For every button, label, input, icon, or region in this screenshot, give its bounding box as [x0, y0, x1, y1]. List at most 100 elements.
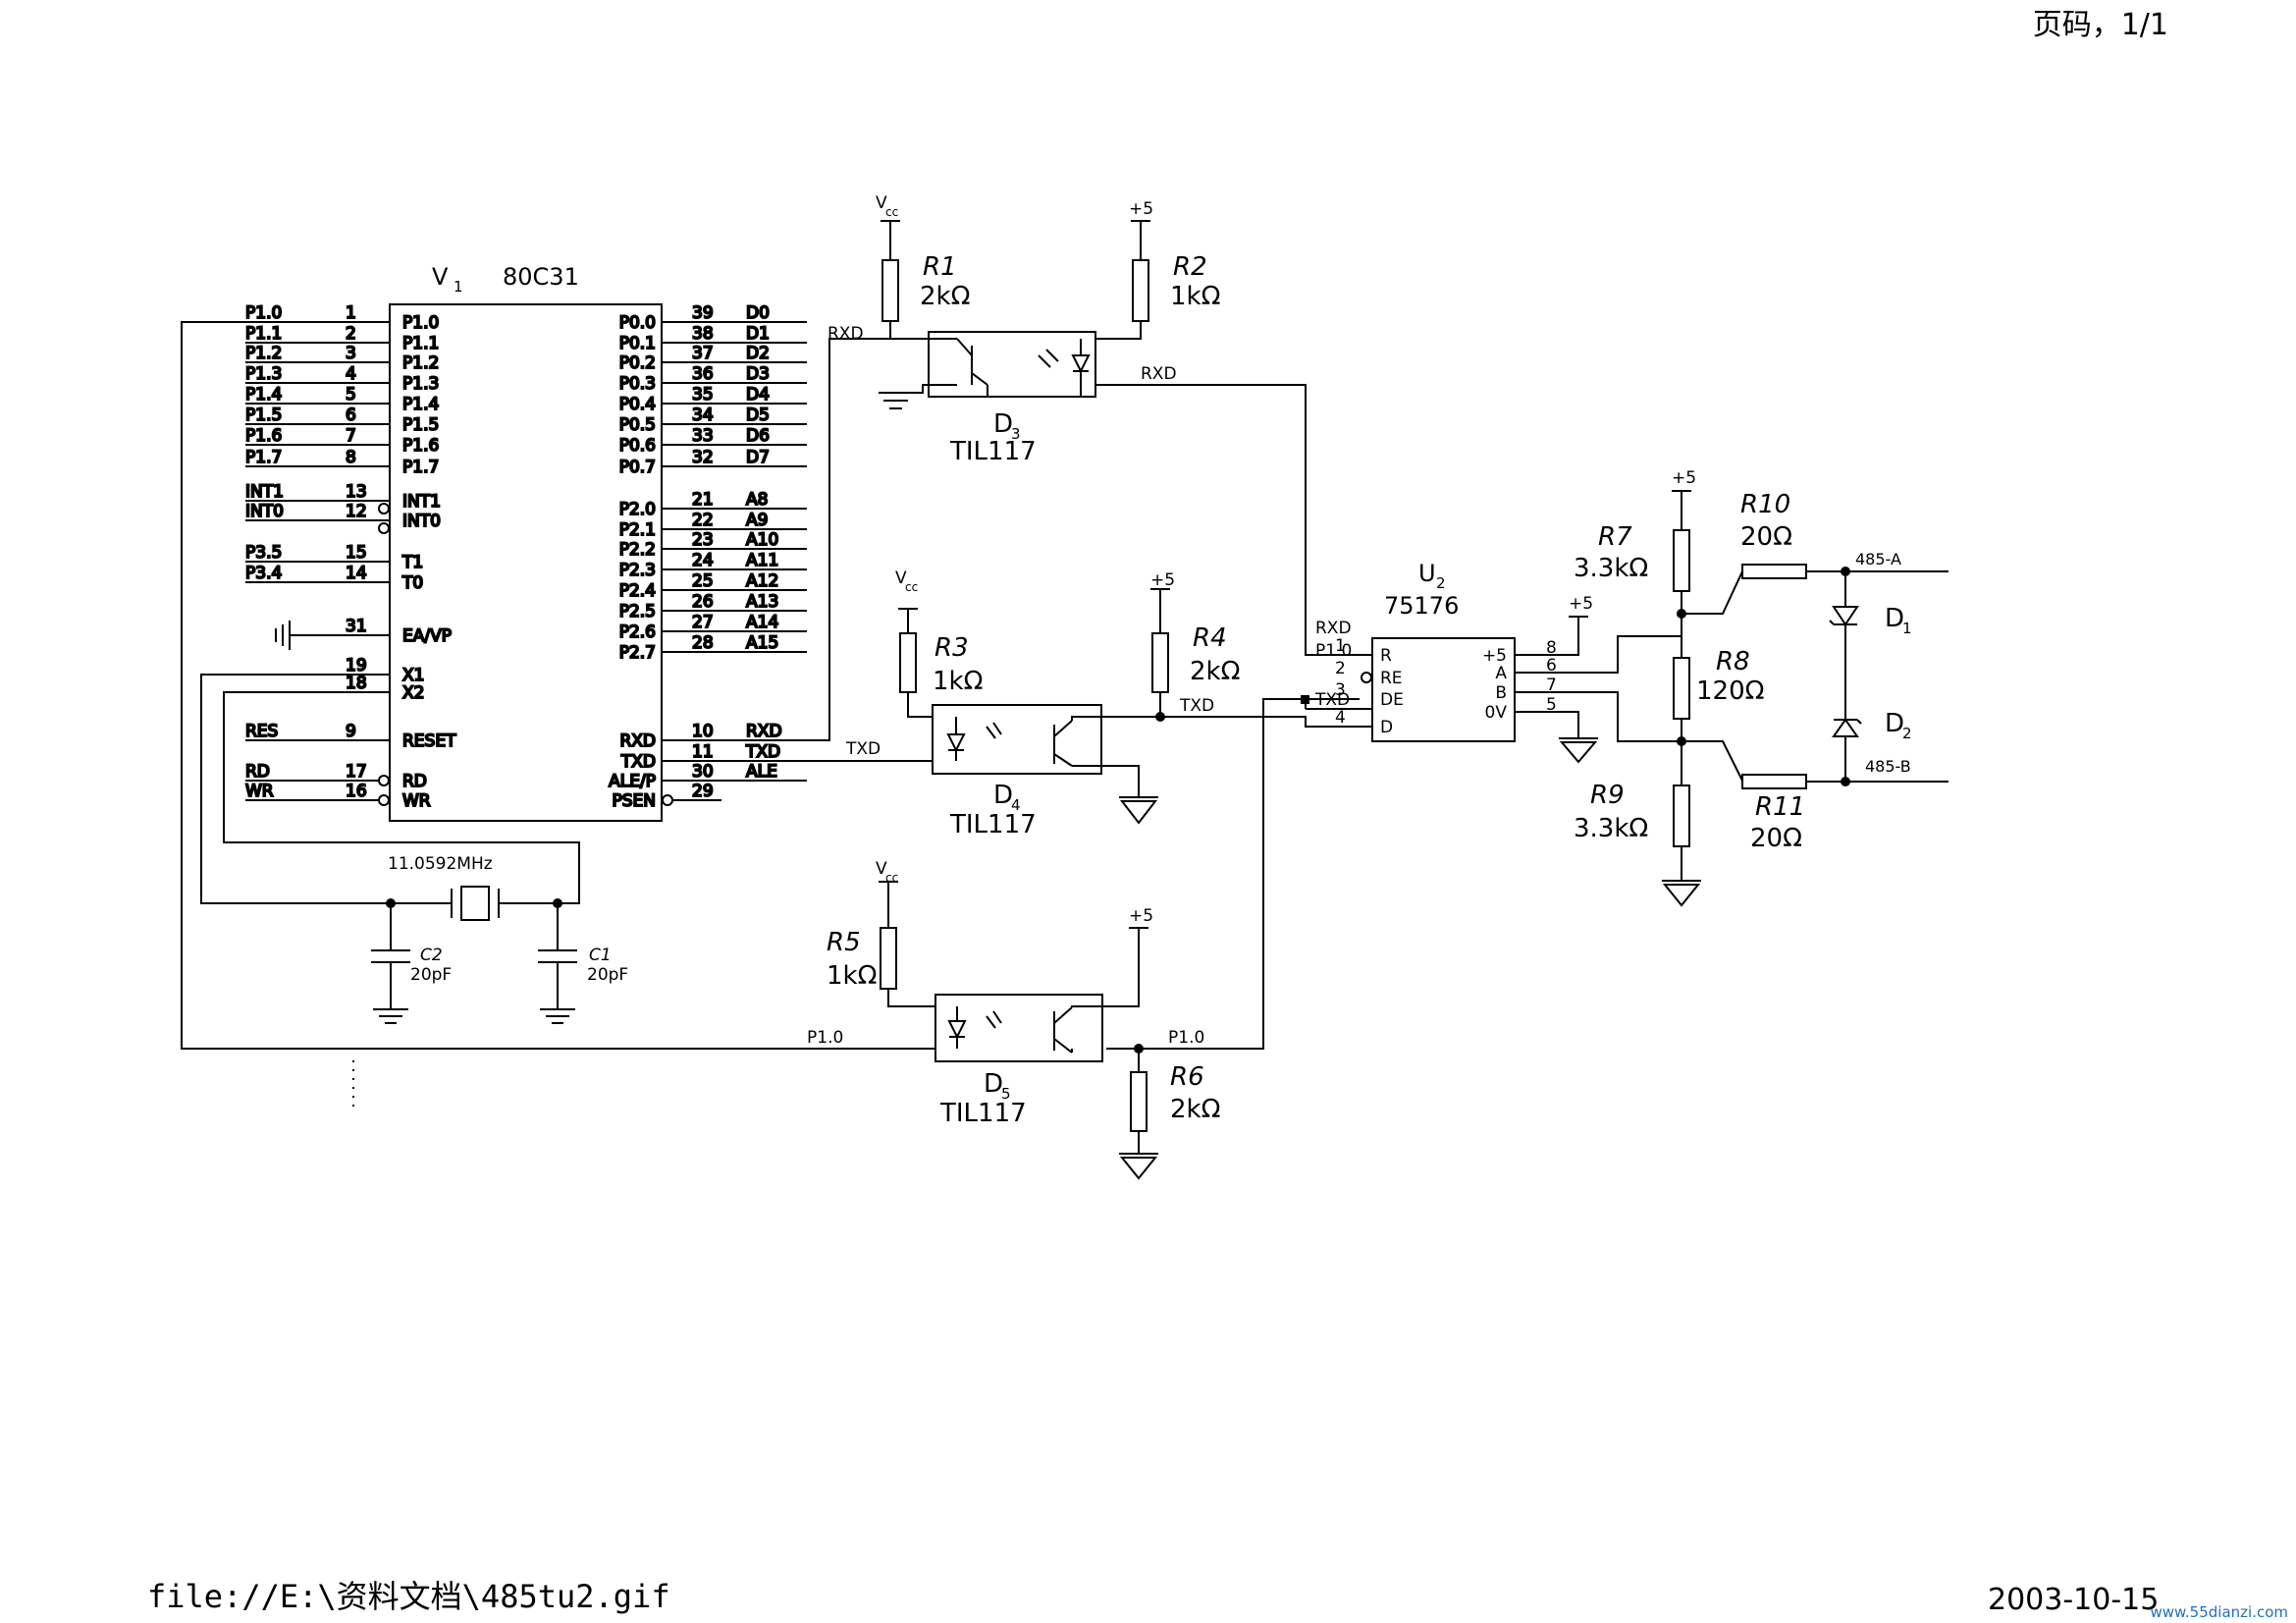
- d5-ref: D: [984, 1069, 1003, 1099]
- u1-left-pin-num: 9: [346, 722, 356, 741]
- u1-right-pin-num: 28: [692, 633, 714, 653]
- u1-right-pin-name: P2.5: [619, 602, 656, 622]
- r5-value: 1kΩ: [827, 961, 877, 991]
- u1-right-pin-num: 36: [692, 364, 714, 384]
- d3-sub: 3: [1011, 425, 1021, 443]
- vcc-sub-r1: cc: [885, 205, 898, 219]
- u1-right-pin-name: P2.3: [619, 561, 656, 580]
- u1-right-pin-num: 10: [692, 722, 714, 741]
- u1-left-net: P1.7: [245, 448, 282, 467]
- r1-ref: R1: [923, 252, 957, 282]
- u1-left-pin-num: 16: [346, 782, 367, 801]
- net-txd-u1: TXD: [845, 739, 881, 759]
- u1-left-pin-name: P1.2: [402, 353, 439, 373]
- u1-left-net: P3.4: [245, 564, 282, 583]
- u1-left-net: P1.4: [245, 385, 282, 405]
- u1-left-pin-name: X1: [402, 666, 424, 685]
- u2-body: [1371, 637, 1516, 742]
- vcc-sub-r3: cc: [905, 580, 918, 594]
- u2-left-pin-name: DE: [1380, 690, 1404, 710]
- u1-left-pin-num: 8: [346, 448, 356, 467]
- page-number-label: 页码，1/1: [2032, 8, 2168, 42]
- u2-right-pin-name: B: [1495, 683, 1507, 703]
- u2-right-pin-name: A: [1495, 664, 1507, 683]
- wire-p10-to-u2: [1106, 698, 1306, 1050]
- u1-part: 80C31: [503, 263, 579, 291]
- u1-left-pin-num: 1: [346, 303, 356, 323]
- u1-right-net: A15: [746, 633, 778, 653]
- u1-left-pin-num: 12: [346, 502, 367, 521]
- net-485a: 485-A: [1855, 550, 1901, 568]
- u2-ref: U: [1418, 560, 1436, 587]
- u2-left-pin-name: RE: [1380, 669, 1403, 688]
- u1-right-net: D4: [746, 385, 770, 405]
- u1-right-pin-num: 23: [692, 530, 714, 550]
- r6-ref: R6: [1170, 1062, 1204, 1092]
- u1-right-net: D5: [746, 406, 770, 425]
- c2-value: 20pF: [410, 965, 452, 985]
- u1-left-pin-num: 31: [346, 617, 367, 636]
- crystal-body: [460, 886, 490, 921]
- u1-left-pin-name: INT1: [402, 492, 441, 512]
- u1-ref: V: [432, 263, 449, 291]
- r2-ref: R2: [1173, 252, 1207, 282]
- c2-ref: C2: [420, 946, 443, 965]
- u1-right-pin-num: 11: [692, 742, 714, 762]
- net-485b: 485-B: [1865, 757, 1911, 776]
- d4-part: TIL117: [949, 810, 1037, 839]
- c1-value: 20pF: [587, 965, 628, 985]
- u1-left-pin-name: P1.7: [402, 458, 439, 477]
- plus5-d5: +5: [1129, 906, 1153, 926]
- u1-right-net: ALE: [746, 762, 777, 782]
- u1-right-pin-num: 37: [692, 344, 714, 363]
- u1-right-pin-num: 27: [692, 613, 714, 632]
- u2-right-pin-name: 0V: [1485, 703, 1508, 723]
- u1-right-pin-num: 21: [692, 490, 714, 510]
- u1-right-net: D6: [746, 426, 770, 446]
- plus5-r7: +5: [1672, 468, 1696, 488]
- d5-sub: 5: [1001, 1085, 1011, 1103]
- r4-ref: R4: [1193, 623, 1227, 653]
- u1-right-pin-name: RXD: [619, 731, 656, 751]
- d2-sub: 2: [1902, 725, 1912, 742]
- u1-right-pin-name: P0.2: [619, 353, 656, 373]
- u1-right-pin-num: 39: [692, 303, 714, 323]
- u2-left-pin-num: 1: [1335, 636, 1346, 656]
- u1-left-pin-num: 4: [346, 364, 356, 384]
- u1-right-pin-name: P0.4: [619, 395, 656, 414]
- wire-p10-loop: [181, 321, 935, 1050]
- r1-value: 2kΩ: [920, 282, 970, 311]
- r8-body: [1673, 657, 1690, 720]
- vcc-label-r1: V: [876, 193, 887, 213]
- r5-body: [880, 927, 897, 990]
- u1-left-pin-name: P1.1: [402, 334, 439, 353]
- u1-right-net: D3: [746, 364, 770, 384]
- d4-ref: D: [993, 781, 1013, 810]
- u1-left-pin-num: 17: [346, 762, 367, 782]
- r3-body: [899, 632, 917, 693]
- u1-left-net: P1.3: [245, 364, 282, 384]
- u1-right-pin-name: P2.4: [619, 581, 656, 601]
- u2-left-pin-name: D: [1380, 718, 1393, 737]
- junction-dots: [386, 567, 1850, 1054]
- u1-right-pin-name: P2.7: [619, 643, 656, 663]
- u2-right-pin-name: +5: [1482, 646, 1507, 666]
- wire-rxd-u2: [1095, 384, 1372, 656]
- u1-right-pin-num: 38: [692, 324, 714, 344]
- r10-body: [1741, 564, 1807, 579]
- u1-left-pin-num: 13: [346, 482, 367, 502]
- wire-x1: [200, 674, 452, 904]
- u1-left-pin-name: P1.6: [402, 436, 439, 456]
- u1-right-pin-name: P2.2: [619, 540, 656, 560]
- u1-ref-sub: 1: [454, 278, 463, 296]
- u1-right-pin-name: TXD: [620, 752, 656, 772]
- u2-right-pin-num: 6: [1546, 656, 1557, 676]
- r10-ref: R10: [1740, 490, 1790, 519]
- vcc-sub-r5: cc: [885, 871, 898, 885]
- r8-value: 120Ω: [1696, 676, 1765, 706]
- u2-left-pin-num: 2: [1335, 659, 1346, 678]
- wire-txd-u2: [1101, 716, 1372, 728]
